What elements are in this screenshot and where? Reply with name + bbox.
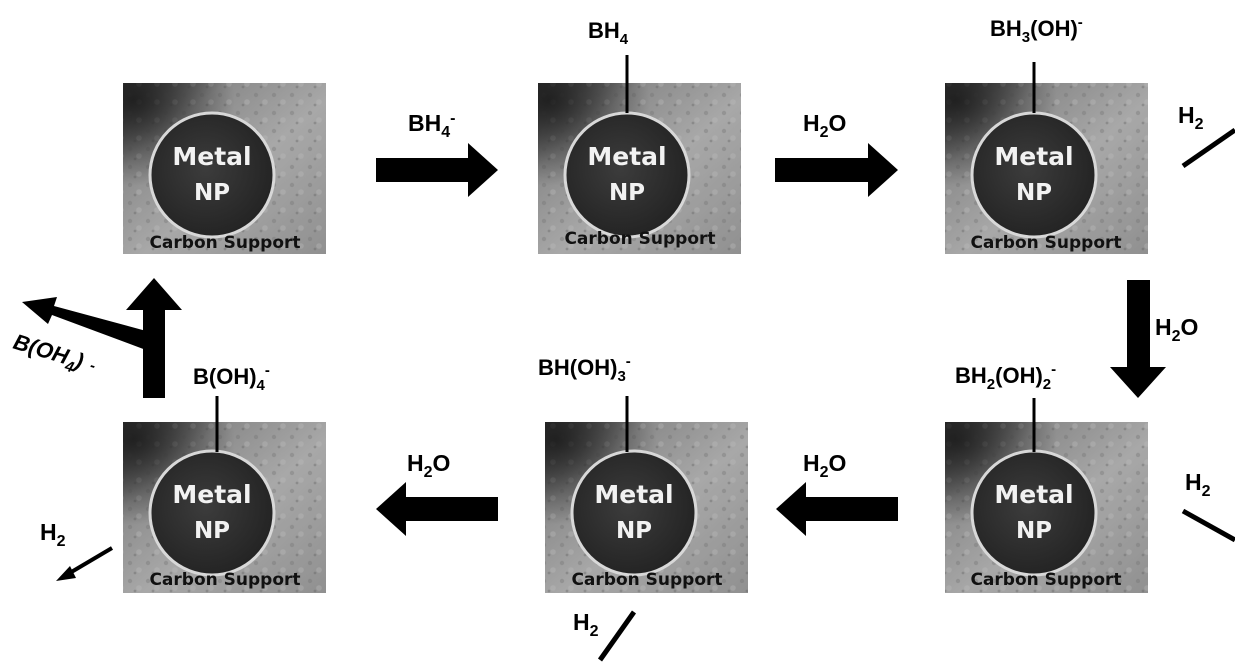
catalyst-card-4: Metal NP Carbon Support (945, 422, 1148, 593)
np-label: NP (1016, 180, 1052, 206)
reaction-arrow-right (775, 143, 898, 197)
species-label-bh2oh2: BH2(OH)2- (955, 361, 1056, 393)
released-borate-label: B(OH4)- (9, 329, 99, 383)
carbon-support-label: Carbon Support (571, 570, 722, 590)
carbon-support-label: Carbon Support (564, 229, 715, 249)
species-label-boh4: B(OH)4- (193, 362, 270, 394)
species-label-bh4: BH4 (588, 18, 629, 48)
reaction-arrow-down (1110, 280, 1166, 398)
metal-label: Metal (594, 480, 673, 509)
hydrogen-release-line (1181, 508, 1235, 543)
np-label: NP (609, 180, 645, 206)
np-label: NP (616, 518, 652, 544)
reagent-label-water: H2O (1155, 314, 1198, 345)
hydrogen-label: H2 (573, 609, 599, 640)
metal-label: Metal (172, 142, 251, 171)
metal-label: Metal (172, 480, 251, 509)
metal-label: Metal (587, 142, 666, 171)
catalyst-card-1: Metal NP Carbon Support (123, 83, 326, 254)
metal-label: Metal (994, 142, 1073, 171)
hydrogen-release-line (1181, 127, 1235, 169)
reaction-arrow-right (376, 143, 498, 197)
hydrogen-label: H2 (1185, 469, 1211, 500)
reagent-label-water: H2O (407, 450, 450, 481)
hydrogen-label: H2 (1178, 102, 1204, 133)
species-label-bhoh3: BH(OH)3- (538, 353, 631, 385)
reagent-label-water: H2O (803, 110, 846, 141)
metal-nanoparticle (970, 449, 1098, 577)
carbon-support-label: Carbon Support (149, 570, 300, 590)
metal-nanoparticle (148, 111, 276, 239)
catalyst-card-5: Metal NP Carbon Support (545, 422, 748, 593)
catalyst-card-3: Metal NP Carbon Support (945, 83, 1148, 254)
metal-nanoparticle (148, 449, 276, 577)
reagent-label-bh4-minus: BH4- (408, 110, 455, 141)
hydrogen-release-line (66, 546, 114, 576)
catalyst-card-2: Metal NP Carbon Support (538, 83, 741, 254)
reaction-arrow-up (126, 278, 182, 398)
metal-nanoparticle (970, 111, 1098, 239)
np-label: NP (194, 180, 230, 206)
hydrogen-label: H2 (40, 519, 66, 550)
carbon-support-label: Carbon Support (149, 233, 300, 253)
release-arrow (22, 297, 150, 350)
carbon-support-label: Carbon Support (970, 233, 1121, 253)
carbon-support-label: Carbon Support (970, 570, 1121, 590)
catalyst-card-6: Metal NP Carbon Support (123, 422, 326, 593)
np-label: NP (1016, 518, 1052, 544)
hydrogen-release-line (597, 610, 637, 662)
reagent-label-water: H2O (803, 450, 846, 481)
hydrogen-release-arrowhead (56, 566, 76, 581)
metal-nanoparticle (570, 449, 698, 577)
np-label: NP (194, 518, 230, 544)
reaction-arrow-left (376, 482, 498, 536)
metal-label: Metal (994, 480, 1073, 509)
reaction-arrow-left (776, 482, 898, 536)
species-label-bh3oh: BH3(OH)- (990, 14, 1083, 46)
metal-nanoparticle (563, 111, 691, 239)
